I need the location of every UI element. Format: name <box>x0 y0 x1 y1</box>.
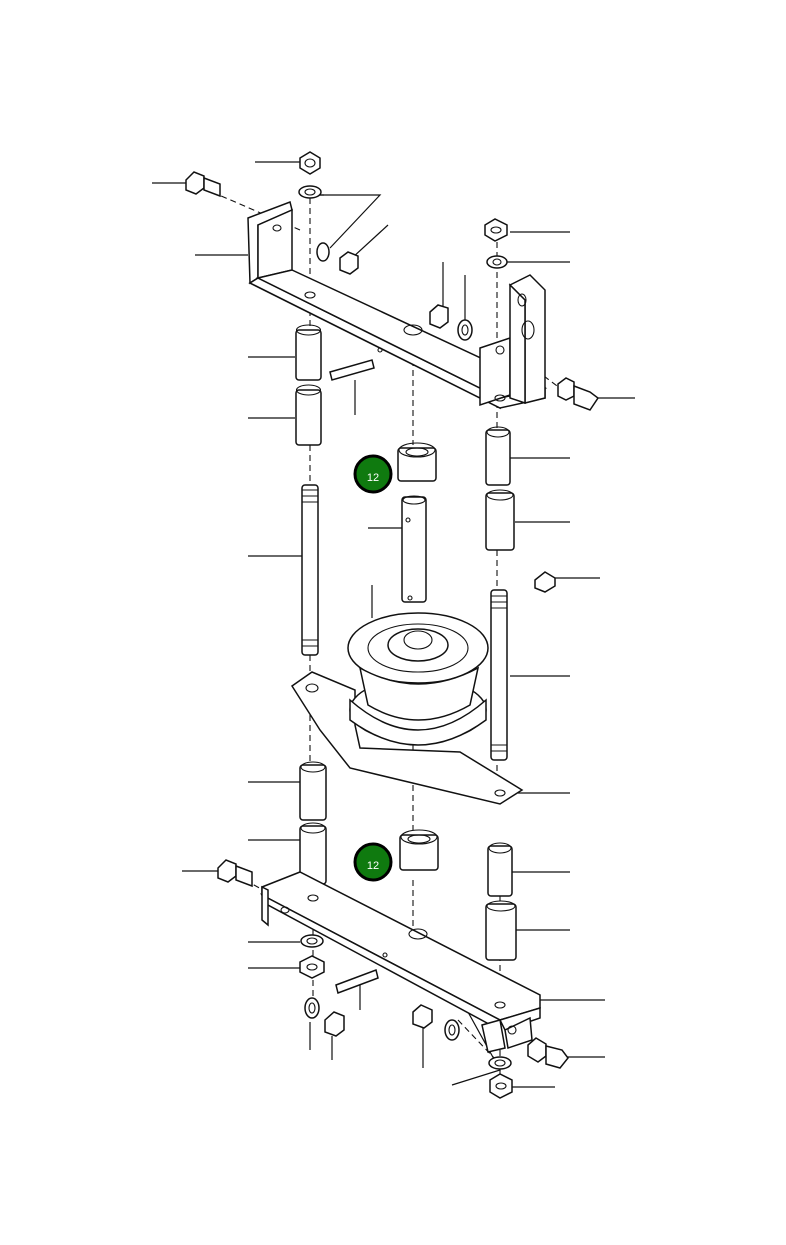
upper-spacers <box>295 324 515 551</box>
callout-lower-label: 12 <box>367 860 379 872</box>
lower-spacers <box>299 761 517 961</box>
upper-bracket <box>247 200 548 410</box>
callout-upper-label: 12 <box>367 472 379 484</box>
callout-badge-upper[interactable]: 12 <box>353 454 393 494</box>
threaded-rods <box>301 484 556 761</box>
lower-hardware <box>217 859 569 1099</box>
upper-bearing <box>397 442 437 482</box>
lower-bracket <box>259 871 541 1053</box>
callout-badge-lower[interactable]: 12 <box>353 842 393 882</box>
leader-lines <box>152 161 635 1088</box>
lower-bearing <box>399 829 439 871</box>
idler-pulley <box>290 612 524 805</box>
center-shaft <box>401 495 427 603</box>
upper-hardware <box>185 151 600 411</box>
